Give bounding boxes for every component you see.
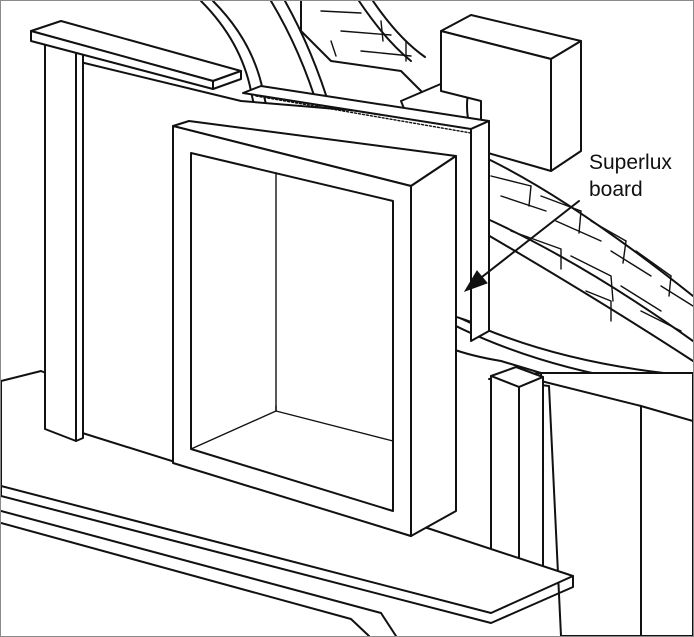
left-pillar — [44, 40, 84, 442]
fireplace-frame — [172, 120, 457, 537]
callout-line-2: board — [589, 178, 643, 201]
top-box — [440, 14, 582, 172]
callout-arrow — [463, 200, 580, 292]
superlux-board-label: Superlux board — [589, 149, 672, 203]
brick-chimney — [300, 1, 693, 342]
mantel-shelf — [30, 20, 242, 90]
right-post — [490, 366, 544, 592]
callout-line-1: Superlux — [589, 151, 672, 174]
